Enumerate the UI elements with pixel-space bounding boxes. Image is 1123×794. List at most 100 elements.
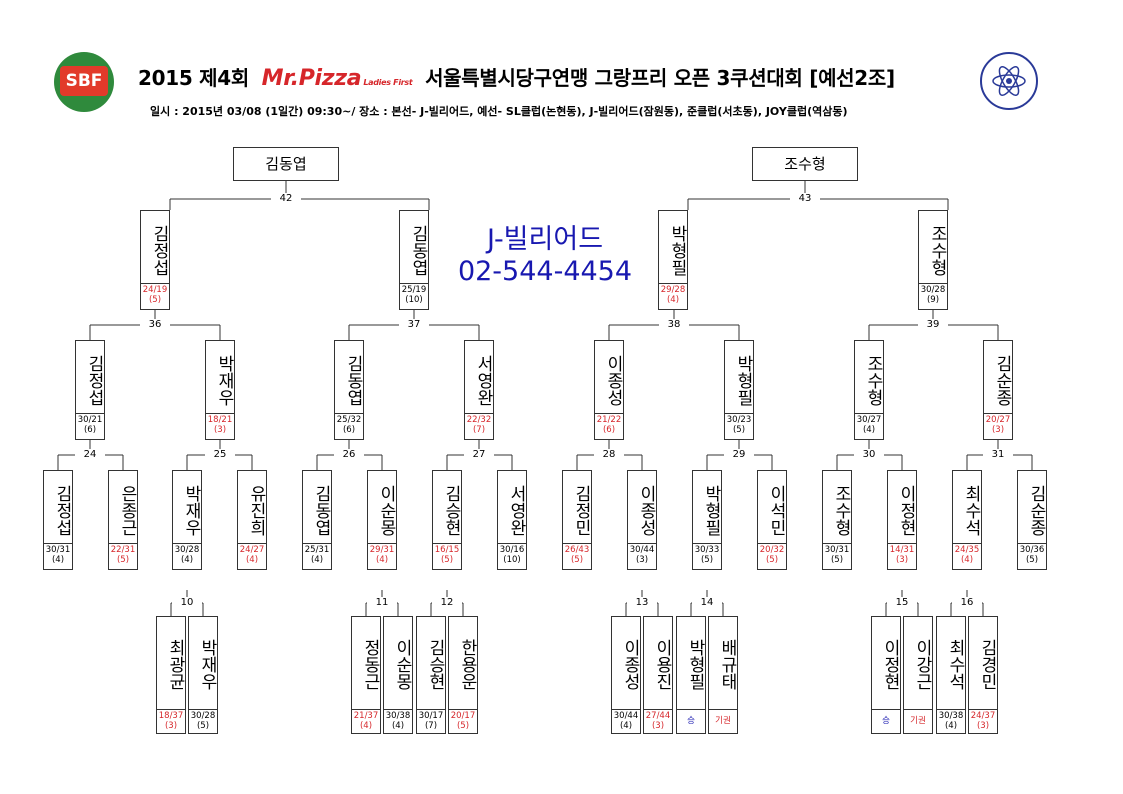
player-name: 김승현 <box>425 638 445 690</box>
rank-value: (3) <box>976 721 990 731</box>
player-score: 기권 <box>904 709 932 733</box>
match-number: 26 <box>334 449 364 461</box>
player-box: 김경민 24/37(3) <box>968 616 998 734</box>
rank-value: (5) <box>456 721 470 731</box>
rank-value: (7) <box>424 721 438 731</box>
match-number: 16 <box>952 597 982 609</box>
player-name: 김순종 <box>1026 484 1046 536</box>
match-number: 11 <box>367 597 397 609</box>
venue-phone: 02-544-4454 <box>457 256 633 287</box>
score-value: 24/37 <box>970 711 996 721</box>
match-number: 24 <box>75 449 105 461</box>
score-value: 22/31 <box>110 545 136 555</box>
player-name: 이정현 <box>880 638 900 690</box>
player-box: 김승현 30/17(7) <box>416 616 446 734</box>
atom-emblem-icon <box>992 66 1026 96</box>
rank-value: (3) <box>651 721 665 731</box>
score-value: 30/21 <box>77 415 103 425</box>
player-name: 이순몽 <box>376 484 396 536</box>
player-score: 30/31(4) <box>44 543 72 569</box>
player-box: 이정현 14/31(3) <box>887 470 917 570</box>
player-name: 박재우 <box>181 484 201 536</box>
player-box: 박재우 18/21(3) <box>205 340 235 440</box>
player-name: 김동엽 <box>343 354 363 406</box>
score-value: 30/27 <box>856 415 882 425</box>
player-score: 25/32(6) <box>335 413 363 439</box>
score-value: 24/35 <box>954 545 980 555</box>
score-value: 25/31 <box>304 545 330 555</box>
rank-value: (7) <box>472 425 486 435</box>
rank-value: (10) <box>503 555 521 565</box>
player-score: 22/32(7) <box>465 413 493 439</box>
player-score: 14/31(3) <box>888 543 916 569</box>
score-value: 20/32 <box>759 545 785 555</box>
final-right: 조수형 <box>752 147 858 181</box>
score-value: 승 <box>882 716 890 726</box>
match-number: 13 <box>627 597 657 609</box>
score-value: 30/31 <box>824 545 850 555</box>
player-score: 25/31(4) <box>303 543 331 569</box>
score-value: 30/28 <box>920 285 946 295</box>
player-name: 김경민 <box>977 638 997 690</box>
player-name: 김순종 <box>992 354 1012 406</box>
player-name: 최광균 <box>165 638 185 690</box>
player-score: 24/19(5) <box>141 283 169 309</box>
rank-value: (4) <box>666 295 680 305</box>
player-name: 조수형 <box>863 354 883 406</box>
match-number: 31 <box>983 449 1013 461</box>
match-number: 29 <box>724 449 754 461</box>
player-score: 30/28(4) <box>173 543 201 569</box>
match-number: 37 <box>399 319 429 331</box>
rank-value: (4) <box>359 721 373 731</box>
score-value: 14/31 <box>889 545 915 555</box>
player-name: 이석민 <box>766 484 786 536</box>
final-left: 김동엽 <box>233 147 339 181</box>
player-score: 29/28(4) <box>659 283 687 309</box>
rank-value: (4) <box>944 721 958 731</box>
player-score: 30/21(6) <box>76 413 104 439</box>
player-score: 18/21(3) <box>206 413 234 439</box>
player-score: 24/37(3) <box>969 709 997 733</box>
match-number: 36 <box>140 319 170 331</box>
score-value: 30/36 <box>1019 545 1045 555</box>
player-box: 김정섭 30/21(6) <box>75 340 105 440</box>
rank-value: (5) <box>732 425 746 435</box>
player-score: 24/27(4) <box>238 543 266 569</box>
rank-value: (5) <box>196 721 210 731</box>
rank-value: (4) <box>245 555 259 565</box>
federation-logo-left: SBF <box>54 52 114 112</box>
score-value: 27/44 <box>645 711 671 721</box>
venue-name: J-빌리어드 <box>486 224 604 255</box>
player-name: 이강근 <box>912 638 932 690</box>
player-score: 21/22(6) <box>595 413 623 439</box>
rank-value: (5) <box>440 555 454 565</box>
player-name: 정동근 <box>360 638 380 690</box>
match-number: 28 <box>594 449 624 461</box>
score-value: 30/17 <box>418 711 444 721</box>
score-value: 30/33 <box>694 545 720 555</box>
player-score: 30/44(4) <box>612 709 640 733</box>
player-score: 30/38(4) <box>384 709 412 733</box>
player-name: 이정현 <box>896 484 916 536</box>
rank-value: (3) <box>213 425 227 435</box>
player-name: 김동엽 <box>408 224 428 276</box>
rank-value: (9) <box>926 295 940 305</box>
player-name: 김정섭 <box>84 354 104 406</box>
score-value: 30/28 <box>174 545 200 555</box>
player-score: 30/38(4) <box>937 709 965 733</box>
match-number: 39 <box>918 319 948 331</box>
player-name: 박재우 <box>214 354 234 406</box>
score-value: 30/28 <box>190 711 216 721</box>
match-number: 43 <box>790 193 820 205</box>
score-value: 25/19 <box>401 285 427 295</box>
player-name: 서영완 <box>506 484 526 536</box>
